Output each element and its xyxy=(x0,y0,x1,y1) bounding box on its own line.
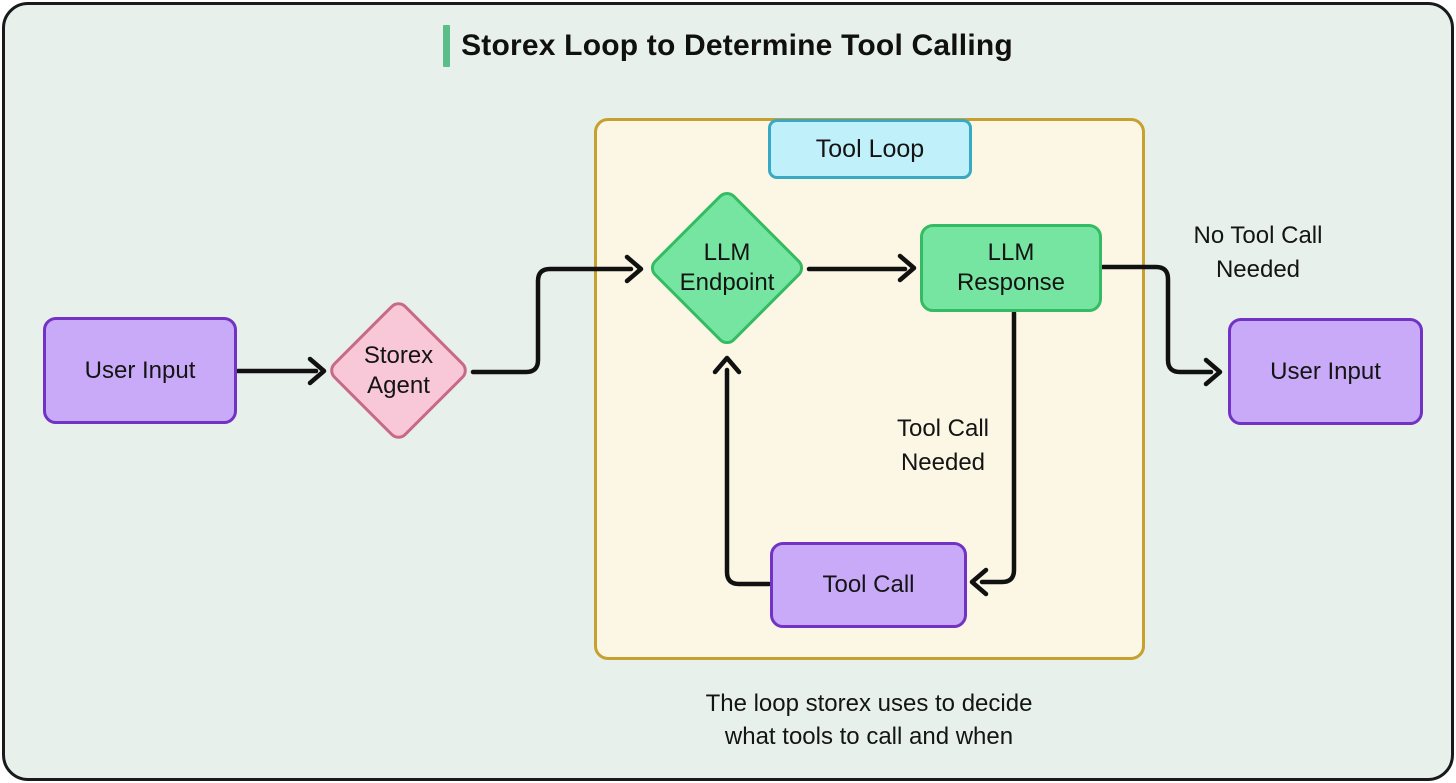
tool-loop-label: Tool Loop xyxy=(768,119,972,179)
title-accent-bar xyxy=(443,25,451,67)
tool-call-needed-line1: Tool Call xyxy=(896,415,990,442)
caption-line2: what tools to call and when xyxy=(724,723,1014,750)
storex-agent-line2: Agent xyxy=(367,371,430,399)
node-user-input-right-label: User Input xyxy=(1270,357,1381,385)
llm-endpoint-line1: LLM xyxy=(703,239,751,266)
node-tool-call-label: Tool Call xyxy=(822,571,915,598)
arrowhead-user-input-to-storex-agent xyxy=(307,356,327,386)
edge-label-no-tool-call-needed: No Tool Call Needed xyxy=(1108,219,1408,287)
node-user-input-left-label: User Input xyxy=(84,356,196,384)
node-llm-endpoint: LLM Endpoint xyxy=(646,187,808,349)
llm-response-line2: Response xyxy=(956,269,1066,296)
arrowhead-llm-response-to-user-input xyxy=(1203,357,1223,387)
diagram-title: Storex Loop to Determine Tool Calling xyxy=(461,29,1013,62)
node-user-input-left: User Input xyxy=(43,317,237,424)
storex-agent-line1: Storex xyxy=(363,341,434,369)
llm-response-line1: LLM xyxy=(987,239,1035,266)
no-tool-call-line2: Needed xyxy=(1215,256,1301,283)
llm-endpoint-line2: Endpoint xyxy=(679,269,775,296)
caption-line1: The loop storex uses to decide xyxy=(705,690,1033,717)
no-tool-call-line1: No Tool Call xyxy=(1193,222,1323,249)
node-llm-response: LLM Response xyxy=(920,224,1102,312)
diagram-caption: The loop storex uses to decide what tool… xyxy=(619,687,1119,753)
node-user-input-right: User Input xyxy=(1228,318,1423,425)
diagram-title-row: Storex Loop to Determine Tool Calling xyxy=(5,25,1451,67)
node-storex-agent: Storex Agent xyxy=(325,297,472,444)
edge-label-tool-call-needed: Tool Call Needed xyxy=(823,412,1063,480)
node-llm-endpoint-label: LLM Endpoint xyxy=(670,211,784,325)
node-storex-agent-label: Storex Agent xyxy=(347,319,450,422)
tool-call-needed-line2: Needed xyxy=(900,449,986,476)
node-tool-call: Tool Call xyxy=(770,542,967,628)
